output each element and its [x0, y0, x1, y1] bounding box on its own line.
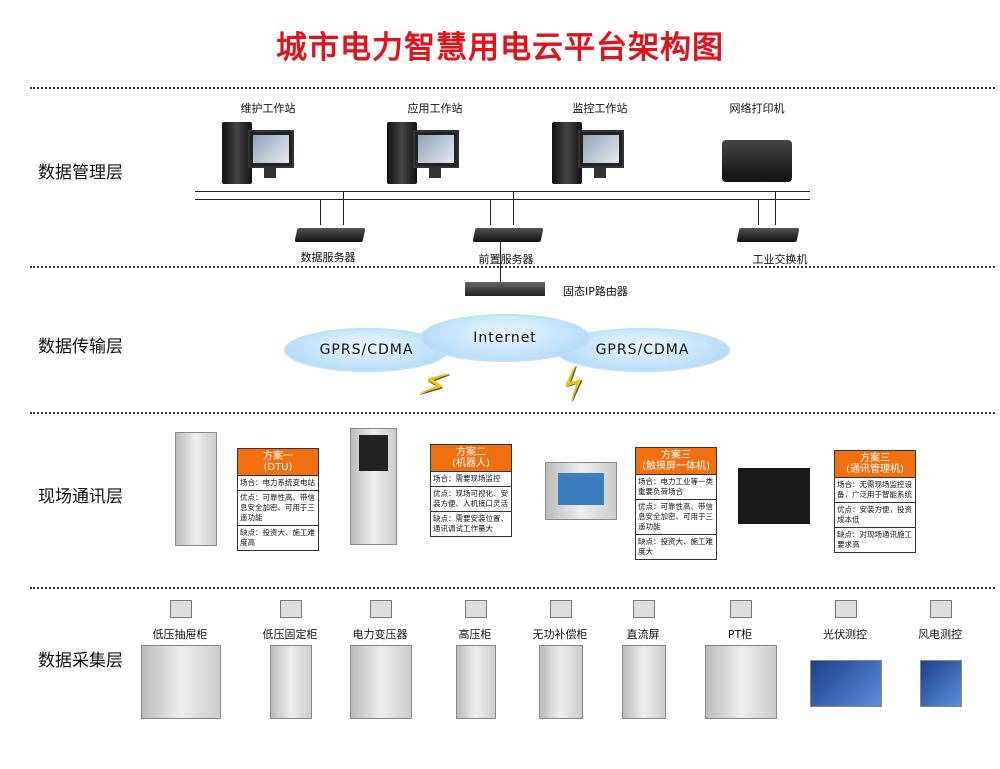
- workstation-label: 维护工作站: [240, 102, 296, 115]
- computer-icon: [387, 122, 459, 190]
- cloud-label: Internet: [473, 330, 537, 346]
- collection-device-icon: [920, 660, 962, 707]
- meter-icon: [280, 600, 302, 618]
- collection-label: 低压固定柜: [262, 628, 318, 641]
- cloud-internet: Internet: [420, 314, 590, 362]
- kiosk-icon: [350, 428, 397, 545]
- meter-icon: [835, 600, 857, 618]
- network-bus: [195, 199, 810, 200]
- router-label: 固态IP路由器: [563, 285, 628, 298]
- scheme-box: 方案二(机器人)场合：需要现场监控优点：现场可视化、安装方便、人机接口灵活缺点：…: [430, 444, 512, 537]
- collection-label: 电力变压器: [352, 628, 408, 641]
- computer-icon: [222, 122, 294, 190]
- page-title: 城市电力智慧用电云平台架构图: [276, 30, 724, 66]
- divider: [30, 266, 995, 268]
- divider: [30, 87, 995, 89]
- router-icon: [465, 282, 545, 296]
- server-label: 前置服务器: [478, 253, 534, 266]
- divider: [30, 587, 995, 589]
- collection-label: 低压抽屉柜: [152, 628, 208, 641]
- dtu-cabinet-icon: [175, 432, 217, 546]
- meter-icon: [550, 600, 572, 618]
- collection-label: PT柜: [727, 628, 753, 641]
- collection-device-icon: [810, 660, 882, 707]
- collection-label: 风电测控: [918, 628, 962, 641]
- meter-icon: [730, 600, 752, 618]
- scheme-box: 方案三(触摸屏一体机)场合：电力工业等一类重要负荷场合优点：可靠性高、带信息安全…: [635, 447, 717, 560]
- cloud-label: GPRS/CDMA: [319, 342, 414, 358]
- meter-icon: [170, 600, 192, 618]
- server-icon: [294, 228, 366, 242]
- collection-label: 高压柜: [458, 628, 492, 641]
- printer-label: 网络打印机: [729, 102, 785, 115]
- collection-device-icon: [141, 645, 221, 719]
- divider: [30, 412, 995, 414]
- scheme-box: 方案三(通讯管理机)场合：无需现场监控设备，广泛用于智能系统优点：安装方便，投资…: [834, 450, 916, 553]
- printer-icon: [722, 140, 792, 182]
- touch-panel-icon: [545, 462, 617, 520]
- collection-device-icon: [705, 645, 777, 719]
- server-icon: [472, 228, 544, 242]
- network-bus: [195, 191, 810, 192]
- collection-device-icon: [350, 645, 412, 719]
- layer-collection: 数据采集层: [38, 651, 123, 671]
- switch-icon: [736, 228, 800, 242]
- workstation-label: 应用工作站: [407, 102, 463, 115]
- collection-device-icon: [622, 645, 666, 719]
- meter-icon: [465, 600, 487, 618]
- layer-management: 数据管理层: [38, 163, 123, 183]
- collection-label: 直流屏: [626, 628, 660, 641]
- comm-manager-icon: [738, 468, 810, 524]
- switch-label: 工业交换机: [752, 253, 808, 266]
- cloud-label: GPRS/CDMA: [595, 342, 690, 358]
- collection-device-icon: [456, 645, 496, 719]
- meter-icon: [930, 600, 952, 618]
- meter-icon: [370, 600, 392, 618]
- collection-device-icon: [539, 645, 583, 719]
- layer-transmission: 数据传输层: [38, 337, 123, 357]
- computer-icon: [552, 122, 624, 190]
- collection-label: 无功补偿柜: [532, 628, 588, 641]
- scheme-box: 方案一(DTU)场合：电力系统变电站优点：可靠性高、带信息安全加密、可用于三遥功…: [237, 448, 319, 551]
- workstation-label: 监控工作站: [572, 102, 628, 115]
- collection-label: 光伏测控: [823, 628, 867, 641]
- collection-device-icon: [270, 645, 312, 719]
- server-label: 数据服务器: [300, 251, 356, 264]
- meter-icon: [633, 600, 655, 618]
- layer-communication: 现场通讯层: [38, 487, 123, 507]
